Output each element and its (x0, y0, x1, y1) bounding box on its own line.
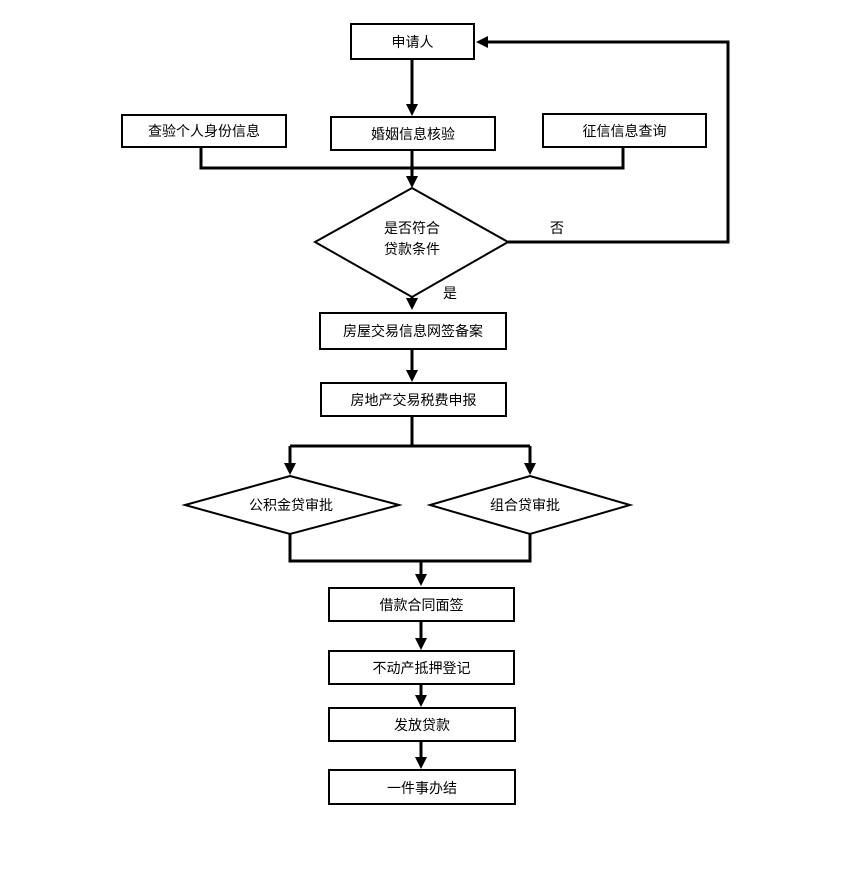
edge-no-loop (486, 40, 730, 244)
arrowhead (284, 463, 296, 475)
node-credit-check-label: 征信信息查询 (583, 123, 667, 140)
arrowhead (524, 463, 536, 475)
node-loan-contract-signing-label: 借款合同面签 (380, 597, 464, 614)
node-housing-filing: 房屋交易信息网签备案 (319, 312, 507, 350)
node-credit-check: 征信信息查询 (542, 113, 707, 148)
node-one-stop-done-label: 一件事办结 (387, 781, 457, 797)
node-combined-loan-approval: 组合贷审批 (426, 474, 634, 536)
node-mortgage-registration-label: 不动产抵押登记 (373, 661, 471, 677)
node-loan-release-label: 发放贷款 (394, 718, 450, 734)
node-identity-check-label: 查验个人身份信息 (148, 123, 260, 140)
edge-label-yes: 是 (443, 286, 457, 302)
node-loan-contract-signing: 借款合同面签 (328, 587, 515, 622)
arrowhead (406, 104, 418, 116)
node-tax-declaration: 房地产交易税费申报 (320, 382, 507, 417)
node-loan-condition-label-line2: 贷款条件 (384, 241, 440, 258)
node-loan-condition-decision: 是否符合 贷款条件 (312, 186, 511, 299)
node-loan-release: 发放贷款 (328, 707, 516, 742)
edge-tax-split (288, 416, 532, 465)
arrowhead (406, 298, 418, 310)
node-combined-loan-approval-label: 组合贷审批 (490, 498, 560, 514)
node-loan-condition-label-line1: 是否符合 (384, 221, 440, 237)
node-tax-declaration-label: 房地产交易税费申报 (351, 392, 477, 409)
connectors (199, 36, 730, 769)
arrowhead (415, 695, 427, 707)
edge-identity-merge (199, 147, 412, 170)
arrowhead (415, 757, 427, 769)
node-applicant: 申请人 (350, 23, 475, 60)
edge-approvals-merge (288, 534, 532, 576)
node-housing-filing-label: 房屋交易信息网签备案 (343, 323, 483, 340)
node-mortgage-registration: 不动产抵押登记 (328, 650, 515, 685)
node-applicant-label: 申请人 (392, 35, 434, 51)
node-identity-check: 查验个人身份信息 (121, 114, 287, 148)
node-provident-fund-approval: 公积金贷审批 (181, 474, 403, 536)
arrowhead (406, 176, 418, 188)
node-one-stop-done: 一件事办结 (328, 769, 516, 805)
node-marriage-check-label: 婚姻信息核验 (371, 126, 455, 143)
node-provident-fund-approval-label: 公积金贷审批 (249, 498, 333, 514)
arrowhead (406, 370, 418, 382)
edge-credit-merge (412, 147, 625, 170)
arrowhead (415, 638, 427, 650)
arrowhead (476, 36, 488, 48)
edge-label-no: 否 (550, 221, 564, 237)
arrowhead (415, 574, 427, 586)
node-marriage-check: 婚姻信息核验 (330, 116, 496, 151)
